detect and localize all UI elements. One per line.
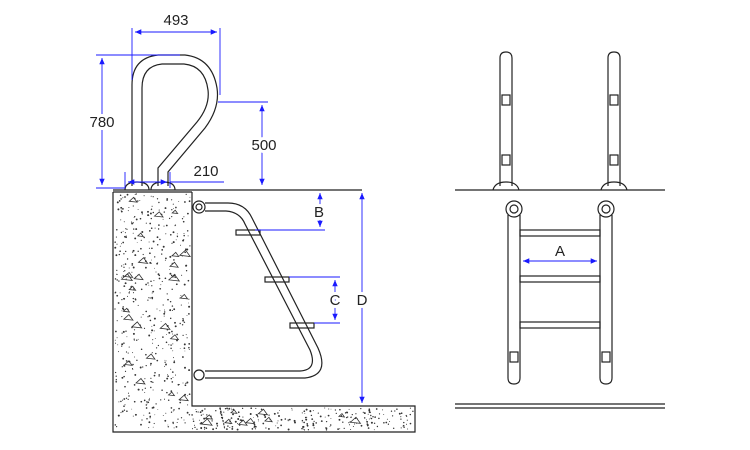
dimension-780-label: 780 bbox=[89, 114, 114, 131]
dimension-a: A bbox=[523, 243, 597, 264]
dimension-210: 210 bbox=[124, 163, 224, 188]
dimension-493-label: 493 bbox=[163, 12, 188, 29]
ladder-steps bbox=[235, 229, 315, 329]
dimension-b-label: B bbox=[314, 204, 324, 221]
ladder-frame-underwater bbox=[192, 200, 323, 381]
dimension-210-label: 210 bbox=[193, 163, 218, 180]
dimension-500: 500 bbox=[218, 101, 280, 185]
front-pool-bottom bbox=[455, 403, 665, 409]
front-upper-posts bbox=[492, 51, 628, 191]
dimension-b: B bbox=[255, 193, 327, 231]
concrete-speckles bbox=[114, 193, 414, 431]
dimension-493: 493 bbox=[131, 12, 221, 95]
front-ladder bbox=[505, 200, 615, 385]
dimension-500-label: 500 bbox=[251, 137, 276, 154]
front-view: A bbox=[455, 51, 665, 409]
dimension-d-label: D bbox=[357, 292, 368, 309]
dimension-d: D bbox=[354, 193, 371, 403]
front-steps bbox=[519, 229, 601, 329]
side-view: 493 780 500 210 B bbox=[86, 12, 416, 433]
dimension-780: 780 bbox=[86, 54, 180, 189]
dimension-c-label: C bbox=[330, 292, 341, 309]
dimension-c: C bbox=[289, 276, 344, 324]
concrete-wall bbox=[112, 191, 416, 433]
dimension-a-label: A bbox=[555, 243, 565, 260]
